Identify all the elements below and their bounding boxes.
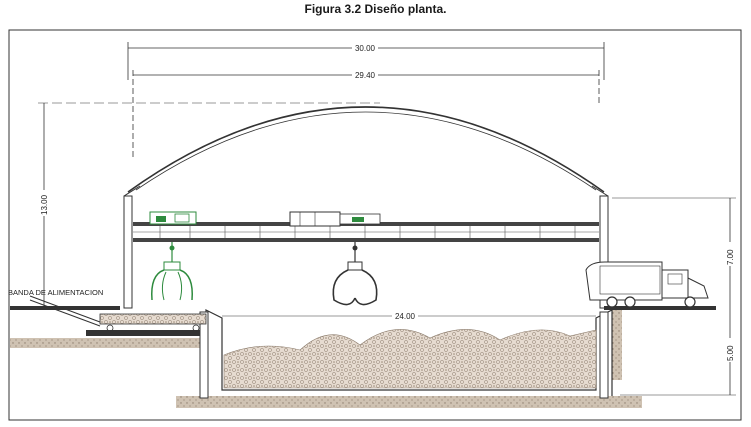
height-right-label: 7.00	[726, 249, 735, 265]
grab-center	[332, 242, 378, 306]
height-total-label: 13.00	[40, 194, 49, 215]
overall-width-label: 30.00	[355, 44, 376, 53]
crane-bridge	[133, 211, 599, 242]
pit-depth-label: 5.00	[726, 345, 735, 361]
dim-inner-width: 29.40	[132, 70, 600, 160]
figure-caption: Figura 3.2 Diseño planta.	[304, 2, 447, 16]
dim-height-right: 7.00	[612, 197, 736, 308]
pit-width-label: 24.00	[395, 312, 416, 321]
waste-pit: 24.00	[176, 309, 642, 408]
feed-belt-label: BANDA DE ALIMENTACION	[8, 288, 103, 297]
grab-left	[151, 242, 193, 301]
ground-right	[604, 306, 716, 380]
inner-width-label: 29.40	[355, 71, 376, 80]
feed-belt: BANDA DE ALIMENTACION	[8, 288, 207, 332]
building-columns	[123, 195, 609, 309]
dim-pit-depth: 5.00	[620, 308, 736, 396]
garbage-truck	[585, 261, 709, 308]
dim-height-total: 13.00	[38, 102, 380, 309]
ground-left	[10, 306, 212, 348]
dim-overall-width: 30.00	[127, 42, 605, 80]
drawing-frame	[8, 29, 742, 421]
arch-roof	[123, 106, 609, 197]
